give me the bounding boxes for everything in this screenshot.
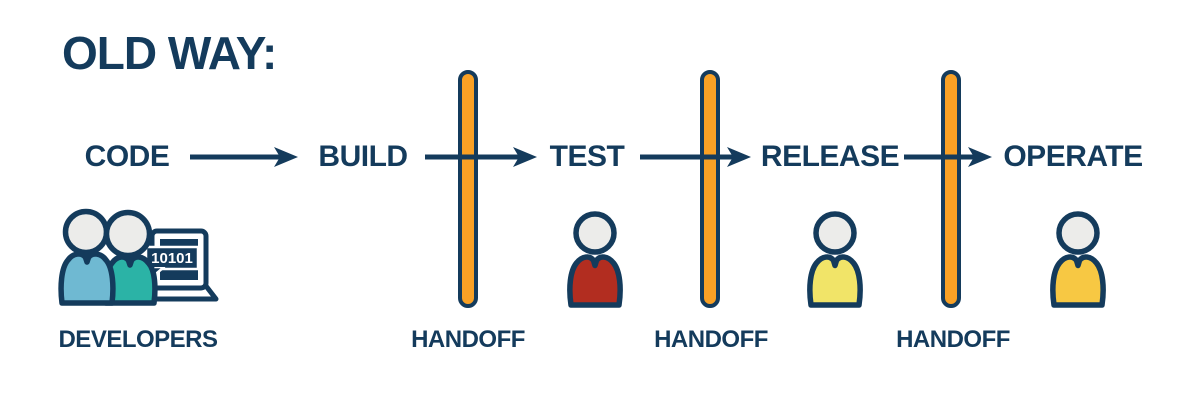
operator-person-icon xyxy=(1050,211,1106,308)
person-head xyxy=(103,209,153,259)
stage-label-code: CODE xyxy=(84,140,170,173)
handoff-barrier-bar xyxy=(941,70,961,308)
person-head xyxy=(62,208,110,256)
handoff-barrier-bar xyxy=(700,70,720,308)
stage-label-release: RELEASE xyxy=(760,140,900,173)
developers-label: DEVELOPERS xyxy=(58,326,218,353)
tester-person-icon xyxy=(567,211,623,308)
person-head xyxy=(573,211,617,255)
flow-arrow-icon xyxy=(425,147,537,167)
release-person-icon xyxy=(807,211,863,308)
handoff-label: HANDOFF xyxy=(654,326,768,353)
person-head xyxy=(1056,211,1100,255)
handoff-label: HANDOFF xyxy=(411,326,525,353)
person-body xyxy=(567,254,623,308)
person-body xyxy=(807,254,863,308)
flow-arrow-icon xyxy=(640,147,751,167)
stage-label-test: TEST xyxy=(549,140,625,173)
flow-arrow-icon xyxy=(904,147,992,167)
developers-icon: 10101 xyxy=(58,208,219,306)
flow-arrow-icon xyxy=(190,147,298,167)
person-head xyxy=(813,211,857,255)
person-body xyxy=(58,251,116,306)
laptop-screen-text: 10101 xyxy=(151,250,193,267)
page-title: OLD WAY: xyxy=(62,27,277,79)
person-body xyxy=(1050,254,1106,308)
handoff-label: HANDOFF xyxy=(896,326,1010,353)
stage-label-build: BUILD xyxy=(318,140,408,173)
handoff-barrier-bar xyxy=(458,70,478,308)
stage-label-operate: OPERATE xyxy=(1003,140,1143,173)
